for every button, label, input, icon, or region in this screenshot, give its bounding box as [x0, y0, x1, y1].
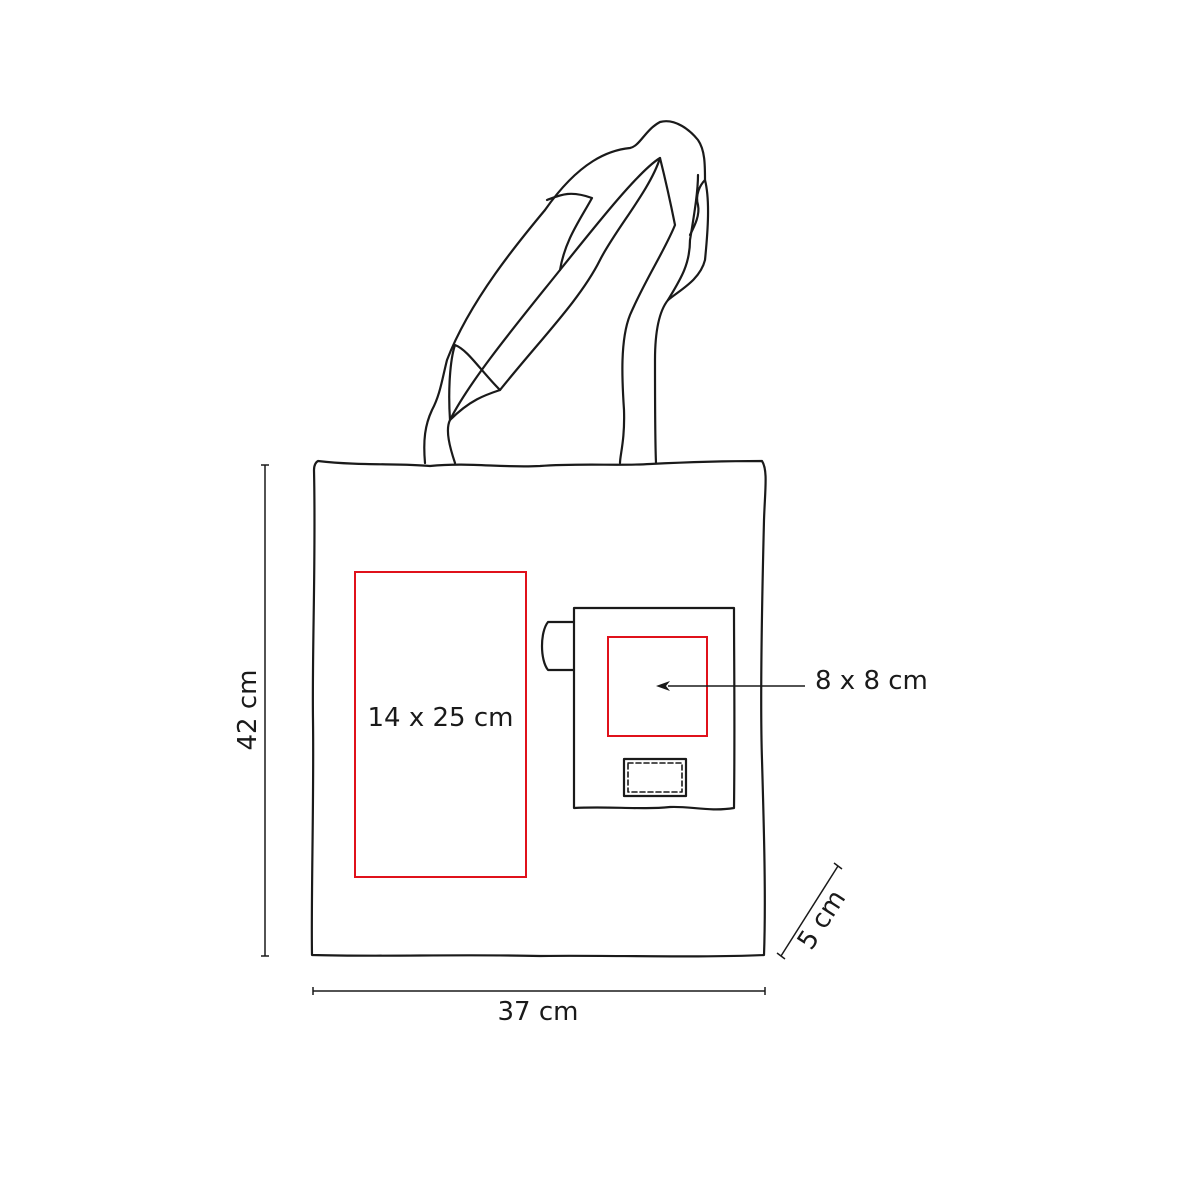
bag-handles [423, 120, 710, 465]
label-patch [622, 757, 688, 798]
width-label: 37 cm [497, 997, 579, 1027]
width-dimension-line [312, 987, 766, 995]
print-area-front-label: 14 x 25 cm [367, 703, 514, 733]
height-label: 42 cm [233, 669, 263, 751]
pocket [572, 606, 736, 811]
print-area-pocket-label: 8 x 8 cm [815, 666, 928, 696]
bag-body [310, 459, 767, 958]
height-dimension-line [261, 464, 269, 957]
depth-dimension-line [776, 862, 843, 960]
pointer-arrow [656, 681, 805, 691]
print-area-front [354, 571, 527, 878]
label-patch-stitch [627, 762, 683, 793]
pocket-tab [540, 620, 576, 672]
